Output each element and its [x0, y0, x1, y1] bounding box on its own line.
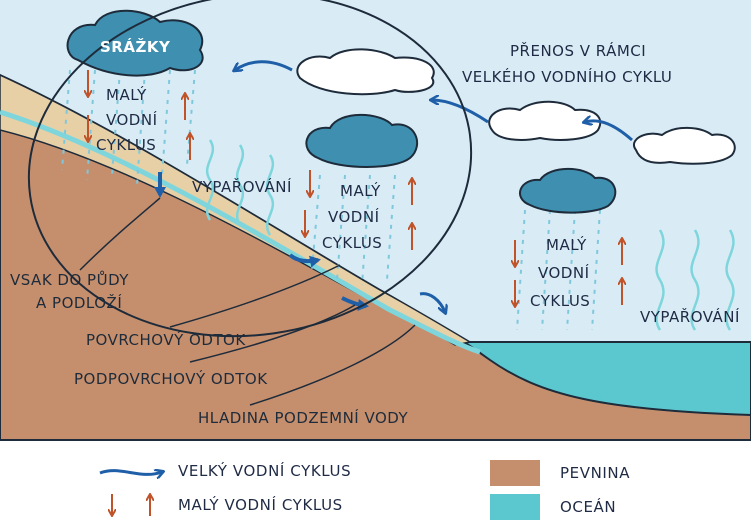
evaporation-right — [655, 229, 735, 331]
legend-big-cycle-icon — [99, 471, 162, 475]
legend-ocean-swatch — [490, 494, 540, 520]
cloud-srazky — [66, 9, 204, 77]
label-maly-3-line-1: MALÝ — [546, 235, 587, 254]
rain-middle — [311, 174, 396, 286]
leader-lines — [79, 197, 416, 406]
small-cycle-arrows — [88, 70, 622, 305]
label-maly-1-line-2: VODNÍ — [106, 110, 158, 129]
label-podpovrchovy-odtok: PODPOVRCHOVÝ ODTOK — [74, 369, 268, 388]
cloud-right — [518, 167, 617, 214]
legend-label-maly: MALÝ VODNÍ CYKLUS — [178, 495, 343, 514]
small-cycle-ellipse — [27, 0, 473, 338]
cloud-middle — [305, 113, 419, 168]
label-povrchovy-odtok: POVRCHOVÝ ODTOK — [86, 330, 246, 349]
evaporation-left — [205, 139, 275, 236]
label-maly-3-line-3: CYKLUS — [530, 292, 590, 310]
label-vyparovani-2: VYPAŘOVÁNÍ — [640, 307, 740, 326]
legend-label-pevnina: PEVNINA — [560, 464, 630, 482]
label-maly-2-line-1: MALÝ — [340, 181, 381, 200]
label-prenos-line-2: VELKÉHO VODNÍHO CYKLU — [462, 67, 672, 86]
label-vsak-line-1: VSAK DO PŮDY — [10, 270, 129, 289]
label-vyparovani-1: VYPAŘOVÁNÍ — [192, 177, 292, 196]
legend-label-velky: VELKÝ VODNÍ CYKLUS — [178, 461, 351, 480]
label-maly-2-line-3: CYKLUS — [322, 234, 382, 252]
label-vsak-line-2: A PODLOŽÍ — [36, 293, 122, 312]
legend: VELKÝ VODNÍ CYKLUS MALÝ VODNÍ CYKLUS PEV… — [99, 460, 630, 520]
label-maly-3-line-2: VODNÍ — [538, 263, 590, 282]
clouds-white — [296, 48, 736, 165]
rain-left — [61, 69, 196, 186]
label-prenos-line-1: PŘENOS V RÁMCI — [510, 41, 646, 60]
legend-label-ocean: OCEÁN — [560, 497, 616, 516]
label-maly-2-line-2: VODNÍ — [328, 207, 380, 226]
label-maly-1-line-1: MALÝ — [106, 85, 147, 104]
rain-right — [516, 209, 601, 331]
label-srazky: SRÁŽKY — [100, 37, 171, 56]
label-hladina: HLADINA PODZEMNÍ VODY — [198, 408, 409, 427]
label-maly-1-line-3: CYKLUS — [96, 136, 156, 154]
legend-land-swatch — [490, 460, 540, 486]
